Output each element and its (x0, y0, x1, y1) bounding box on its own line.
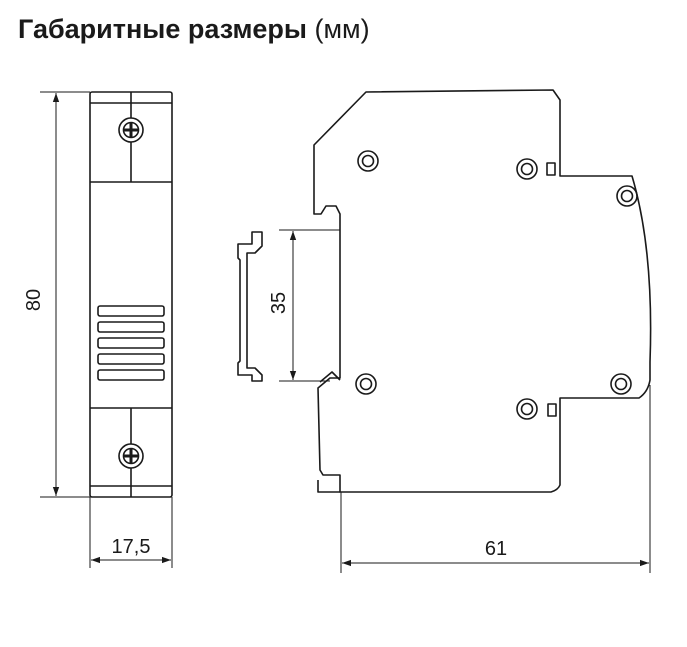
vent-slots (97, 305, 165, 381)
mounting-hole-icon (516, 398, 538, 420)
vent-slot (97, 353, 165, 365)
title-text: Габаритные размеры (18, 14, 307, 44)
side-body-outline (313, 89, 652, 493)
side-view (313, 89, 652, 493)
page-title: Габаритные размеры (мм) (18, 14, 370, 45)
front-view (89, 91, 173, 498)
height-label: 80 (23, 289, 45, 311)
mounting-hole-icon (516, 158, 538, 180)
vent-slot (97, 305, 165, 317)
vent-slot (97, 369, 165, 381)
mounting-hole-icon (355, 373, 377, 395)
terminal-screw-icon (118, 117, 144, 143)
bottom-clip (317, 480, 340, 493)
terminal-screw-icon (118, 443, 144, 469)
front-dimensions (40, 91, 173, 568)
rail-label: 35 (268, 292, 290, 314)
rail-latch (319, 371, 341, 383)
mounting-hole-icon (357, 150, 379, 172)
depth-label: 61 (485, 538, 507, 560)
vent-slot (97, 337, 165, 349)
mounting-hole-icon (610, 373, 632, 395)
depth-dimensions (340, 385, 651, 573)
din-rail (237, 231, 263, 382)
indicator-window (546, 162, 556, 176)
indicator-window (547, 403, 557, 417)
title-unit: (мм) (306, 14, 370, 44)
vent-slot (97, 321, 165, 333)
mounting-hole-icon (616, 185, 638, 207)
front-width-label: 17,5 (112, 536, 151, 558)
